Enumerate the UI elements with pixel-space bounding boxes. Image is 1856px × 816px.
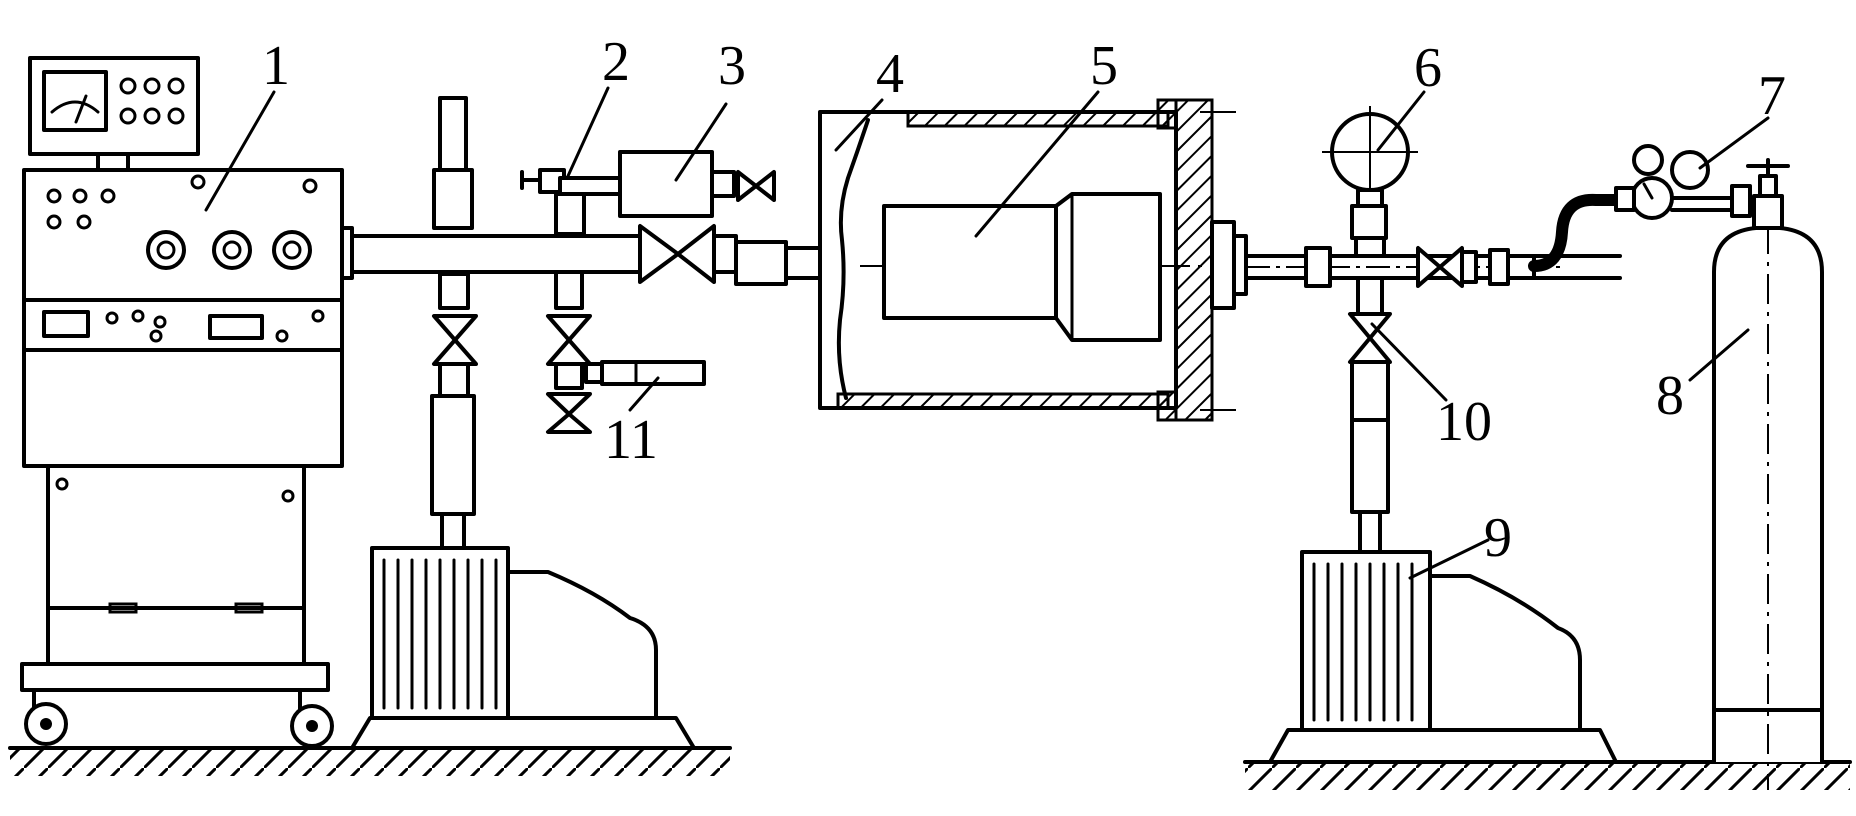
sensor-unit: [618, 150, 776, 218]
callout-1: 1: [262, 35, 290, 97]
gauge-tube: [584, 360, 706, 386]
callout-4: 4: [876, 43, 904, 105]
workpiece: [882, 192, 1162, 342]
callout-9: 9: [1484, 507, 1512, 569]
gas-inlet-valve: [1416, 246, 1536, 288]
ground-right: [1243, 760, 1852, 790]
flexible-hose: [1528, 193, 1626, 272]
callout-10: 10: [1436, 391, 1492, 453]
vacuum-pipe-right: [1244, 246, 1622, 288]
callout-2: 2: [602, 31, 630, 93]
right-pump-riser: [1348, 276, 1392, 554]
panel-indicators: [46, 174, 318, 230]
leader-lines: [204, 86, 1770, 580]
right-pump-fins: [1312, 562, 1414, 722]
main-valve: [638, 224, 824, 286]
pressure-regulator: [1614, 144, 1752, 220]
needle-valve-branch: [520, 168, 622, 434]
panel-dials: [146, 230, 312, 270]
ground-left: [8, 746, 732, 776]
callout-labels: 1 2 3 4 5 6 7 8 9 10 11: [262, 31, 1786, 569]
gas-cylinder: [1712, 158, 1824, 790]
display-knobs: [119, 77, 185, 125]
callout-3: 3: [718, 35, 746, 97]
callout-5: 5: [1090, 35, 1118, 97]
left-pump-fins: [382, 558, 498, 710]
left-mechanical-pump: [350, 546, 696, 750]
control-cabinet: [20, 56, 354, 748]
callout-8: 8: [1656, 365, 1684, 427]
pressure-gauge: [1322, 106, 1418, 258]
left-pump-riser: [430, 96, 478, 550]
vacuum-pipe-left: [350, 234, 642, 274]
callout-11: 11: [604, 409, 658, 471]
cabinet-wheels: [24, 702, 334, 748]
callout-7: 7: [1758, 65, 1786, 127]
right-mechanical-pump: [1268, 550, 1618, 764]
callout-6: 6: [1414, 37, 1442, 99]
